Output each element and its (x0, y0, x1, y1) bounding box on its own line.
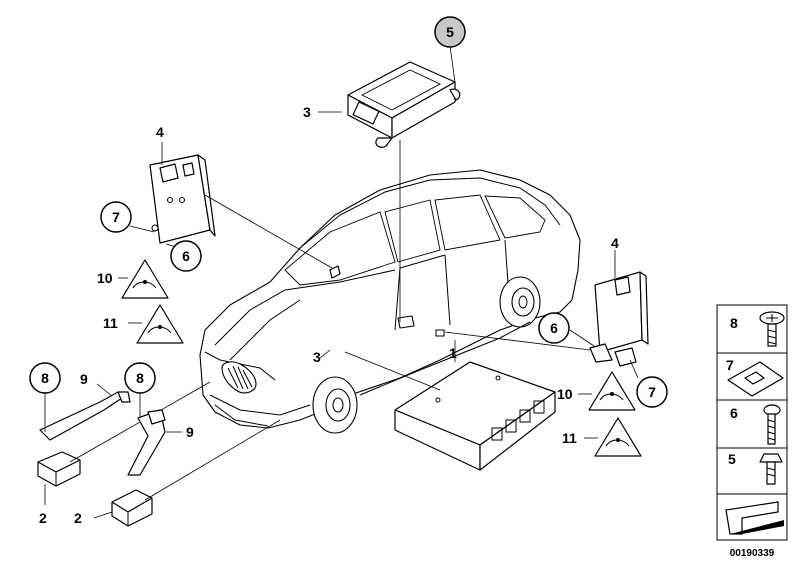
sensor-bracket-left (39, 391, 131, 441)
leader-lines (44, 45, 639, 519)
right-bracket (589, 271, 649, 367)
callout-11-left[interactable]: 11 (103, 315, 118, 331)
crash-sensor-right (111, 489, 153, 527)
hardware-legend: 8 7 6 5 (716, 304, 788, 541)
warning-label-10-right (588, 371, 636, 411)
section-arrow-icon (725, 501, 784, 535)
callout-2-b[interactable]: 2 (74, 510, 82, 526)
left-bracket (149, 154, 216, 244)
svg-text:7: 7 (648, 384, 656, 400)
svg-text:8: 8 (136, 370, 144, 386)
callout-8-b[interactable]: 8 (124, 362, 156, 394)
callout-6-right[interactable]: 6 (538, 312, 570, 344)
callout-3-car[interactable]: 3 (313, 349, 321, 365)
callout-9-b[interactable]: 9 (186, 424, 194, 440)
svg-text:8: 8 (730, 315, 738, 331)
callout-3[interactable]: 3 (303, 104, 311, 120)
callout-10-left[interactable]: 10 (97, 270, 113, 286)
warning-label-11-left (136, 304, 184, 344)
callout-6-left[interactable]: 6 (170, 240, 202, 272)
sensor-bracket-right (127, 409, 166, 476)
svg-text:6: 6 (730, 405, 738, 421)
callout-2-a[interactable]: 2 (39, 510, 47, 526)
callout-10-right[interactable]: 10 (557, 386, 573, 402)
callout-4-left[interactable]: 4 (156, 124, 164, 140)
svg-text:5: 5 (446, 24, 454, 40)
diagram-code: 00190339 (730, 548, 775, 559)
svg-text:7: 7 (726, 357, 734, 373)
callout-1[interactable]: 1 (449, 345, 457, 361)
crash-sensor-left (37, 451, 81, 487)
legend-item-8[interactable]: 8 (730, 311, 785, 347)
warning-label-10-left (121, 259, 169, 299)
body-control-module (394, 361, 556, 471)
car-body (199, 169, 581, 434)
callout-4-right[interactable]: 4 (611, 235, 619, 251)
legend-item-6[interactable]: 6 (730, 404, 781, 445)
svg-text:6: 6 (550, 320, 558, 336)
callout-5-top[interactable]: 5 (434, 16, 466, 48)
callout-8-a[interactable]: 8 (29, 362, 61, 394)
svg-text:8: 8 (41, 370, 49, 386)
svg-text:5: 5 (728, 451, 736, 467)
callout-9-a[interactable]: 9 (80, 371, 88, 387)
callout-7-right[interactable]: 7 (636, 376, 668, 408)
airbag-control-unit (347, 61, 461, 148)
callout-11-right[interactable]: 11 (562, 430, 577, 446)
svg-text:6: 6 (182, 248, 190, 264)
warning-label-11-right (594, 417, 642, 457)
legend-item-5[interactable]: 5 (728, 451, 783, 485)
callout-7-left[interactable]: 7 (100, 201, 132, 233)
legend-item-7[interactable]: 7 (726, 357, 784, 397)
svg-text:7: 7 (112, 209, 120, 225)
